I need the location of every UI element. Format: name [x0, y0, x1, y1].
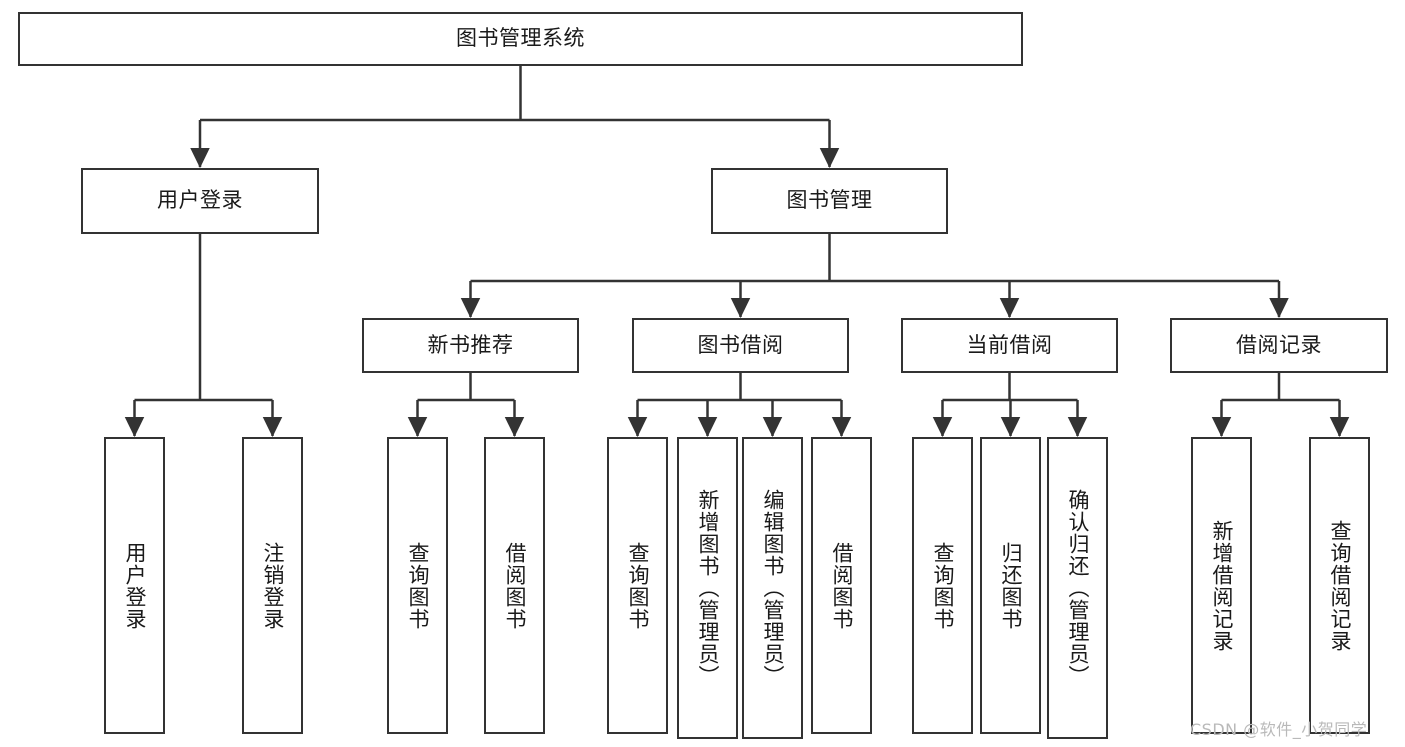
node-label: 借阅图书 [502, 541, 527, 630]
node-newbook[interactable]: 新书推荐 [362, 318, 579, 373]
node-leaf-cur-3[interactable]: 确认归还（管理员） [1047, 437, 1108, 739]
node-label: 图书借阅 [697, 332, 784, 357]
node-borrow[interactable]: 图书借阅 [632, 318, 849, 373]
node-leaf-borrow-4[interactable]: 借阅图书 [811, 437, 872, 734]
node-leaf-new-2[interactable]: 借阅图书 [484, 437, 545, 734]
node-leaf-login-1[interactable]: 用户登录 [104, 437, 165, 734]
node-label: 新增图书（管理员） [695, 489, 720, 687]
csdn-watermark: CSDN @软件_小贺同学 [1190, 720, 1368, 739]
node-label: 图书管理系统 [456, 26, 585, 51]
node-records[interactable]: 借阅记录 [1170, 318, 1388, 373]
node-label: 新增借阅记录 [1209, 519, 1234, 652]
node-leaf-cur-2[interactable]: 归还图书 [980, 437, 1041, 734]
node-label: 新书推荐 [427, 332, 514, 357]
node-label: 用户登录 [157, 188, 243, 213]
node-label: 注销登录 [260, 541, 285, 630]
node-label: 归还图书 [998, 541, 1023, 630]
node-label: 查询图书 [625, 541, 650, 630]
node-leaf-new-1[interactable]: 查询图书 [387, 437, 448, 734]
node-leaf-borrow-1[interactable]: 查询图书 [607, 437, 668, 734]
node-label: 当前借阅 [966, 332, 1053, 357]
node-label: 借阅记录 [1236, 332, 1322, 357]
node-leaf-cur-1[interactable]: 查询图书 [912, 437, 973, 734]
node-label: 借阅图书 [829, 541, 854, 630]
node-login[interactable]: 用户登录 [81, 168, 319, 234]
node-label: 编辑图书（管理员） [760, 489, 785, 687]
node-leaf-borrow-3[interactable]: 编辑图书（管理员） [742, 437, 803, 739]
node-leaf-rec-1[interactable]: 新增借阅记录 [1191, 437, 1252, 734]
node-bookmgmt[interactable]: 图书管理 [711, 168, 948, 234]
node-label: 查询图书 [405, 541, 430, 630]
node-leaf-borrow-2[interactable]: 新增图书（管理员） [677, 437, 738, 739]
node-root[interactable]: 图书管理系统 [18, 12, 1023, 66]
node-leaf-login-2[interactable]: 注销登录 [242, 437, 303, 734]
node-current[interactable]: 当前借阅 [901, 318, 1118, 373]
node-leaf-rec-2[interactable]: 查询借阅记录 [1309, 437, 1370, 734]
node-label: 确认归还（管理员） [1065, 489, 1090, 687]
node-label: 图书管理 [786, 188, 873, 213]
node-label: 查询图书 [930, 541, 955, 630]
node-label: 查询借阅记录 [1327, 519, 1352, 652]
node-label: 用户登录 [122, 541, 147, 630]
